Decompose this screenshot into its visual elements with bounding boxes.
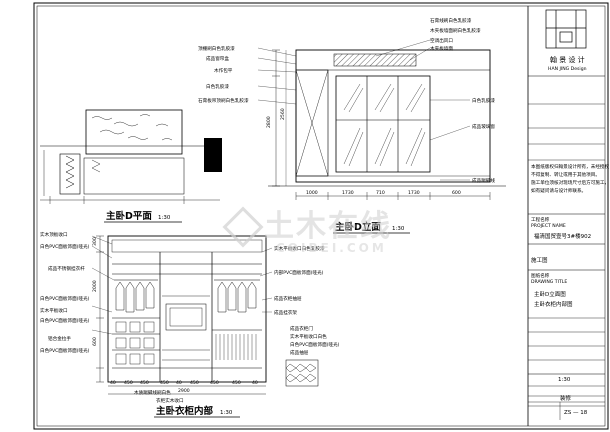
notes-line: 本图纸版权归翰景设计所有，未经授权 <box>531 163 610 170</box>
wardrobe-bottom-dim: 40 <box>110 380 116 386</box>
title-block: 翰 景 设 计 HAN JING Design 本图纸版权归翰景设计所有，未经授… <box>527 6 610 426</box>
elev-bottom-dim: 600 <box>452 190 461 196</box>
wardrobe-bottom-dim: 450 <box>124 380 133 386</box>
wardrobe-total-width: 2900 <box>178 388 190 394</box>
watermark-text: 土木在线 <box>264 209 392 244</box>
wardrobe-title: 主卧衣柜内部 <box>156 405 214 417</box>
elev-bottom-dim: 710 <box>376 190 385 196</box>
elev-left-label: 木作包平 <box>214 67 233 74</box>
scale-value: 1:30 <box>558 377 571 383</box>
wardrobe-right-label: 实木平板收口白色乳胶漆 <box>274 245 325 252</box>
wardrobe-right-labels: 实木平板收口白色乳胶漆 内部PVC面板饰面(哑光) 成品衣柜抽屉 成品挂衣架 成… <box>274 245 340 356</box>
company-logo <box>545 9 587 49</box>
sheet-border <box>33 2 609 430</box>
wardrobe-bottom-dim: 450 <box>160 380 169 386</box>
project-label: 工程名称 <box>531 216 550 223</box>
elev-right-label: 成品踢脚线 <box>472 177 495 184</box>
wardrobe-dims: 40 450 450 450 40 450 450 450 40 2900 30… <box>92 237 258 394</box>
notes-line: 施工单位须核对现场尺寸后方可施工， <box>531 179 609 186</box>
plan-d-scale: 1:30 <box>158 215 171 221</box>
elev-bottom-dim: 1000 <box>306 190 318 196</box>
drawing-label: 图纸名称 <box>531 272 550 279</box>
wardrobe-left-label: 实木顶板收口 <box>40 231 68 238</box>
elev-top-label: 石膏线刷白色乳胶漆 <box>430 17 472 24</box>
wardrobe-footer-label: 木质踢脚线刷白色 <box>134 389 171 396</box>
plan-d-drawing <box>40 109 222 204</box>
shoe-rack-detail <box>285 359 319 387</box>
elev-left-label: 白色乳胶漆 <box>206 83 229 90</box>
watermark-text-en: COIBEI.COM <box>276 241 387 255</box>
wardrobe-bottom-dim: 40 <box>252 380 258 386</box>
project-label-en: PROJECT NAME <box>531 223 566 229</box>
wardrobe-left-label: 白色PVC面板饰面(哑光) <box>40 243 90 250</box>
wardrobe-right-label: 成品衣柜抽屉 <box>274 295 302 302</box>
elevation-left-labels: 顶棚刷白色乳胶漆 成品窗帘盒 木作包平 白色乳胶漆 石膏板吊顶刷白色乳胶漆 <box>198 45 249 104</box>
sheet-no: ZS — 18 <box>564 410 588 416</box>
elevation-top-labels: 石膏线刷白色乳胶漆 木夹板墙面刷白色乳胶漆 空调出风口 木夹板墙面 <box>430 17 481 52</box>
elev-left-label: 顶棚刷白色乳胶漆 <box>198 45 235 52</box>
wardrobe-drawing <box>91 235 273 395</box>
elev-left-label: 石膏板吊顶刷白色乳胶漆 <box>198 97 249 104</box>
wardrobe-left-label: 白色PVC面板饰面(哑光) <box>40 295 90 302</box>
elevation-d-scale: 1:30 <box>392 226 405 232</box>
project-name: 福清国贸壹号3#楼902 <box>534 232 591 240</box>
wardrobe-left-dim: 300 <box>92 237 98 246</box>
wardrobe-scale: 1:30 <box>220 410 233 416</box>
elev-left-label: 成品窗帘盒 <box>206 55 229 62</box>
wardrobe-bottom-dim: 450 <box>140 380 149 386</box>
logo-text: 翰 景 设 计 <box>550 55 585 64</box>
elev-left-dim: 2800 <box>266 116 272 128</box>
wardrobe-right-label: 内部PVC面板饰面(哑光) <box>274 269 324 276</box>
elevation-right-labels: 白色乳胶漆 成品玻璃窗 成品踢脚线 <box>472 97 495 184</box>
elev-right-label: 木夹板墙面 <box>430 45 453 52</box>
elevation-d-title: 主卧D立面 <box>335 221 381 233</box>
elevation-dims: 1000 1730 710 1730 600 2800 2560 <box>266 108 461 196</box>
elev-right-label: 空调出风口 <box>430 37 453 44</box>
wardrobe-left-labels: 实木顶板收口 白色PVC面板饰面(哑光) 成品不锈钢挂衣杆 白色PVC面板饰面(… <box>40 231 90 354</box>
sheet-type: 施工图 <box>531 256 548 264</box>
logo-en: HAN JING Design <box>548 66 587 72</box>
elev-bottom-dim: 1730 <box>342 190 354 196</box>
wardrobe-bottom-dim: 40 <box>176 380 182 386</box>
plan-d-title: 主卧D平面 <box>106 210 152 222</box>
wardrobe-left-dim: 600 <box>92 337 98 346</box>
elev-top-label: 木夹板墙面刷白色乳胶漆 <box>430 27 481 34</box>
drawing-name-1: 主卧D立面图 <box>534 290 566 298</box>
elev-bottom-dim: 1730 <box>408 190 420 196</box>
wardrobe-right-label: 实木平板收口白色 <box>290 333 327 340</box>
wardrobe-left-label: 白色PVC面板饰面(哑光) <box>40 347 90 354</box>
wardrobe-left-label: 实木平板收口 <box>40 307 68 314</box>
elevation-d-drawing <box>257 39 506 200</box>
notes-line: 不得复制、转让或用于其他项目。 <box>531 171 600 178</box>
notes-line: 如有疑问请与设计师联系。 <box>531 187 586 194</box>
elev-left-dim: 2560 <box>280 108 286 120</box>
wardrobe-bottom-dim: 450 <box>232 380 241 386</box>
drawing-no: 装修 <box>560 394 572 402</box>
wardrobe-right-label: 白色PVC面板饰面(哑光) <box>290 341 340 348</box>
elev-right-label: 白色乳胶漆 <box>472 97 495 104</box>
watermark: 土木在线 COIBEI.COM <box>222 206 392 255</box>
sheet-inner-border <box>36 5 606 427</box>
wardrobe-left-label: 铝合金拉手 <box>48 335 71 342</box>
wardrobe-bottom-dim: 450 <box>190 380 199 386</box>
wardrobe-bottom-label: 衣柜实木收口 <box>156 397 184 404</box>
elev-right-label: 成品玻璃窗 <box>472 123 495 130</box>
drawing-name-2: 主卧衣柜内部图 <box>534 300 573 308</box>
wardrobe-right-label: 成品挂衣架 <box>274 309 297 316</box>
wardrobe-right-label: 成品衣柜门 <box>290 325 313 332</box>
drawing-label-en: DRAWING TITLE <box>531 279 567 285</box>
wardrobe-left-label: 白色PVC面板饰面(哑光) <box>40 317 90 324</box>
wardrobe-left-label: 成品不锈钢挂衣杆 <box>48 265 85 272</box>
wardrobe-bottom-dim: 450 <box>210 380 219 386</box>
wardrobe-left-dim: 2000 <box>92 280 98 292</box>
wardrobe-right-label: 成品抽屉 <box>290 349 309 356</box>
